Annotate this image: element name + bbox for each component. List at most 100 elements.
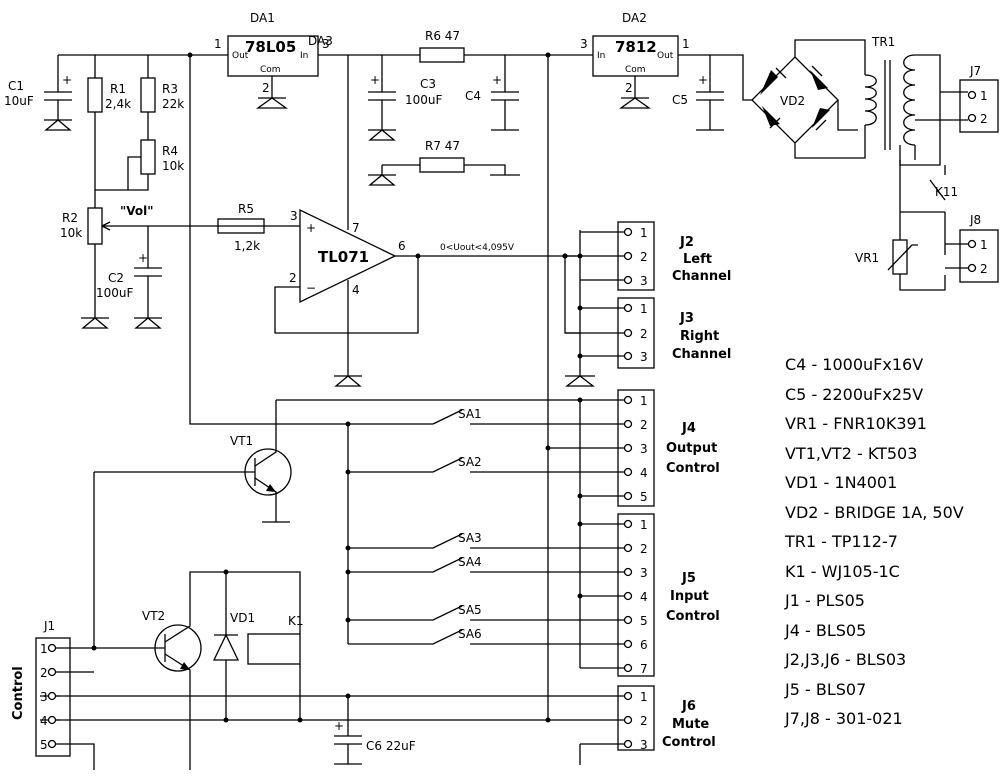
schematic-label: K1 bbox=[288, 614, 304, 628]
parts-list-item: VR1 - FNR10K391 bbox=[785, 414, 927, 433]
schematic-label: J6 bbox=[681, 699, 696, 714]
schematic-label: 1 bbox=[980, 89, 988, 103]
switch-sa3: SA3 bbox=[348, 531, 482, 549]
schematic-label: 1 bbox=[640, 518, 648, 532]
parts-list-item: J4 - BLS05 bbox=[785, 620, 867, 640]
schematic-label: 2 bbox=[640, 714, 648, 728]
ground-icon bbox=[255, 97, 289, 109]
schematic-label: Channel bbox=[672, 269, 731, 284]
schematic-label: 2,4k bbox=[105, 97, 131, 111]
connector-j6: 1 2 3 J6 Mute Control bbox=[40, 685, 716, 765]
regulator-da1: DA1 78L05 Out In Com 1 3 2 bbox=[214, 11, 330, 109]
schematic-label: J3 bbox=[679, 311, 694, 326]
parts-list-item: K1 - WJ105-1C bbox=[785, 561, 900, 581]
schematic-label: J7 bbox=[969, 64, 981, 78]
schematic-label: J4 bbox=[681, 421, 696, 436]
schematic-label: VR1 bbox=[855, 251, 879, 265]
schematic-label: 5 bbox=[40, 738, 48, 752]
schematic-label: R1 bbox=[110, 82, 126, 96]
schematic-label: + bbox=[698, 73, 708, 87]
schematic-label: − bbox=[306, 281, 316, 295]
schematic-label: DA3 bbox=[308, 34, 333, 48]
schematic-label: 4 bbox=[352, 283, 360, 297]
schematic-label: 2 bbox=[640, 418, 648, 432]
schematic-label: 0<Uout<4,095V bbox=[440, 243, 515, 253]
schematic-label: Control bbox=[11, 666, 26, 720]
schematic-label: 3 bbox=[580, 37, 588, 51]
schematic-label: VD1 bbox=[230, 611, 255, 625]
connector-j3: 1 2 3 J3 Right Channel bbox=[565, 297, 731, 369]
schematic-label: 3 bbox=[640, 566, 648, 580]
schematic-label: 2 bbox=[980, 262, 988, 276]
schematic-label: In bbox=[597, 51, 605, 61]
schematic-label: 1 bbox=[640, 302, 648, 316]
parts-list-item: J7,J8 - 301-021 bbox=[785, 709, 903, 728]
schematic-label: R2 bbox=[62, 211, 78, 225]
transistor-vt1: VT1 bbox=[94, 400, 292, 523]
connector-j5: 1 2 3 4 5 6 7 J5 Input Control bbox=[470, 513, 720, 677]
schematic-label: C5 bbox=[672, 93, 688, 107]
schematic-label: Right bbox=[680, 329, 719, 344]
schematic-label: Control bbox=[666, 461, 720, 476]
schematic-label: 7812 bbox=[615, 38, 657, 56]
schematic-label: 3 bbox=[640, 442, 648, 456]
schematic-label: SA4 bbox=[458, 555, 482, 569]
switch-sa1: SA1 bbox=[432, 407, 482, 425]
schematic-label: 10k bbox=[60, 226, 82, 240]
schematic-label: 6 bbox=[398, 239, 406, 253]
resistor-r5: R5 1,2k bbox=[217, 202, 265, 253]
schematic-label: SA3 bbox=[458, 531, 482, 545]
schematic-label: 2 bbox=[640, 250, 648, 264]
resistor-r4: R4 10k bbox=[95, 139, 184, 191]
schematic-label: Com bbox=[260, 65, 281, 75]
schematic-label: 1 bbox=[682, 37, 690, 51]
ground-icon bbox=[618, 97, 652, 109]
schematic-label: SA1 bbox=[458, 407, 482, 421]
relay-k1: K1 bbox=[247, 614, 304, 723]
schematic-label: Control bbox=[666, 609, 720, 624]
schematic-label: + bbox=[138, 251, 148, 265]
schematic-label: 6 bbox=[640, 638, 648, 652]
schematic-label: 100uF bbox=[96, 286, 134, 300]
schematic-label: SA2 bbox=[458, 455, 482, 469]
schematic-label: R3 bbox=[162, 82, 178, 96]
switch-sa5: SA5 bbox=[348, 603, 482, 621]
resistor-r6: R6 47 bbox=[419, 29, 465, 63]
parts-list-item: VT1,VT2 - KT503 bbox=[785, 443, 918, 463]
schematic-label: In bbox=[300, 51, 308, 61]
schematic-label: 2 bbox=[289, 271, 297, 285]
schematic-label: 5 bbox=[640, 614, 648, 628]
schematic-label: 1 bbox=[640, 394, 648, 408]
regulator-da2: DA2 7812 In Out Com 3 1 2 bbox=[580, 11, 690, 109]
schematic-label: Control bbox=[662, 735, 716, 750]
capacitor-c6: + C6 22uF bbox=[40, 693, 624, 765]
schematic-label: J8 bbox=[969, 213, 981, 227]
capacitor-c2: + C2 100uF bbox=[96, 226, 162, 329]
schematic-label: 2 bbox=[980, 112, 988, 126]
schematic-label: 4 bbox=[40, 714, 48, 728]
schematic-label: R6 47 bbox=[425, 29, 460, 43]
schematic-label: 22k bbox=[162, 97, 184, 111]
parts-list-item: TR1 - TP112-7 bbox=[785, 532, 898, 551]
bridge-rectifier-vd2: VD2 bbox=[751, 39, 866, 159]
capacitor-c5: + C5 bbox=[672, 55, 724, 131]
schematic-label: C6 22uF bbox=[366, 739, 416, 753]
schematic-label: + bbox=[306, 221, 316, 235]
resistor-r3: R3 22k bbox=[140, 55, 184, 140]
schematic-label: 2 bbox=[640, 327, 648, 341]
schematic-label: 2 bbox=[40, 666, 48, 680]
schematic-label: R4 bbox=[162, 144, 178, 158]
schematic-label: Left bbox=[683, 252, 712, 267]
schematic-label: J5 bbox=[681, 571, 696, 586]
connector-j2: 1 2 3 J2 Left Channel bbox=[565, 221, 731, 291]
connector-j8: 1 2 J8 bbox=[945, 213, 999, 283]
schematic-label: 1 bbox=[214, 37, 222, 51]
schematic-label: + bbox=[334, 719, 344, 733]
schematic-label: SA5 bbox=[458, 603, 482, 617]
parts-list-item: VD2 - BRIDGE 1A, 50V bbox=[785, 502, 964, 522]
schematic-label: Out bbox=[232, 51, 249, 61]
transistor-vt2: VT2 bbox=[94, 571, 301, 770]
schematic-label: VT1 bbox=[230, 434, 253, 448]
parts-list-item: J5 - BLS07 bbox=[785, 679, 867, 699]
resistor-r1: R1 2,4k bbox=[87, 55, 131, 190]
